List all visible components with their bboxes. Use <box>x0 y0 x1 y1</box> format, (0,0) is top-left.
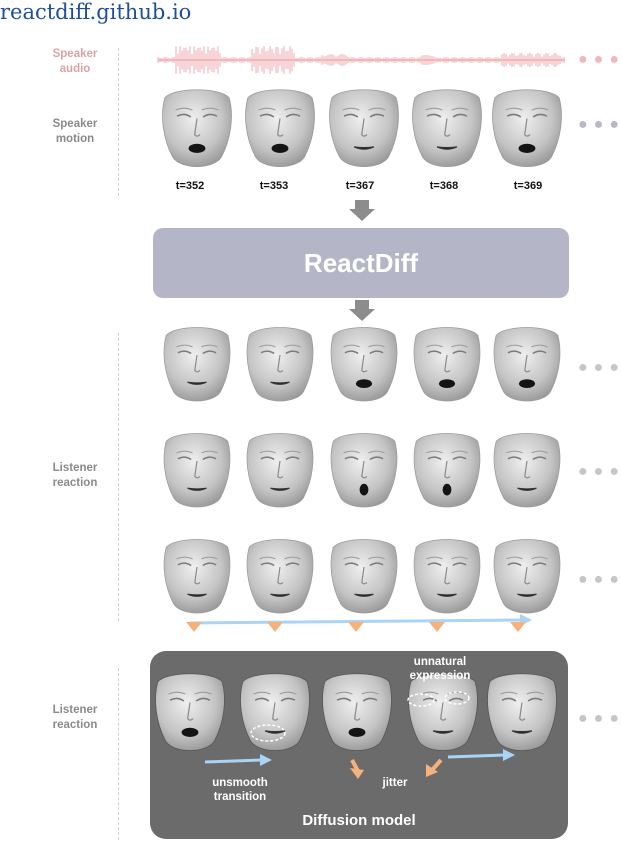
reactdiff-title: ReactDiff <box>303 247 419 278</box>
arrow-head-icon <box>350 768 364 779</box>
divider-listener-bottom <box>118 668 119 840</box>
unsmooth-transition-arrow <box>204 758 263 764</box>
down-arrow-icon <box>349 300 375 321</box>
face-mesh-icon <box>330 433 398 508</box>
arrow-head-icon <box>426 764 438 777</box>
face-mesh-icon <box>330 327 398 402</box>
timestep-label-5: t=369 <box>513 180 543 192</box>
ellipsis-icon: ●●● <box>578 359 622 376</box>
face-mesh-icon <box>246 327 314 402</box>
speaker-motion-label: Speaker motion <box>52 118 98 145</box>
listener-reaction-label-bottom: Listener reaction <box>52 704 98 731</box>
timestep-label-1: t=352 <box>175 180 205 192</box>
smooth-transition-line <box>189 618 521 625</box>
arrow-head-icon <box>260 754 272 766</box>
ellipsis-icon: ●●● <box>578 571 622 588</box>
timestep-label-3: t=367 <box>345 180 375 192</box>
divider-speaker <box>118 48 119 196</box>
mouth-highlight <box>250 724 286 742</box>
listener-reaction-label-top: Listener reaction <box>52 462 98 489</box>
face-mesh-icon <box>493 539 561 614</box>
down-arrow-icon <box>429 622 445 632</box>
down-arrow-icon <box>349 200 375 221</box>
face-mesh-icon <box>493 433 561 508</box>
face-mesh-icon <box>163 433 231 508</box>
face-mesh-icon <box>408 673 478 751</box>
down-arrow-icon <box>348 622 364 632</box>
face-mesh-icon <box>245 89 315 167</box>
diffusion-model-title: Diffusion model <box>302 812 416 829</box>
face-mesh-icon <box>322 673 392 751</box>
face-mesh-icon <box>487 673 557 751</box>
site-url[interactable]: reactdiff.github.io <box>0 0 192 24</box>
divider-listener-top <box>118 333 119 621</box>
unnatural-expression-note: unnatural expression <box>409 656 471 682</box>
face-mesh-icon <box>493 327 561 402</box>
ellipsis-icon: ●●● <box>578 51 622 68</box>
speaker-audio-label: Speaker audio <box>52 48 98 75</box>
face-mesh-icon <box>330 539 398 614</box>
eye-highlight-right <box>444 691 470 705</box>
face-mesh-icon <box>329 89 399 167</box>
face-mesh-icon <box>412 89 482 167</box>
ellipsis-icon: ●●● <box>578 116 622 133</box>
timestep-label-2: t=353 <box>259 180 289 192</box>
down-arrow-icon <box>186 622 202 632</box>
face-mesh-icon <box>163 327 231 402</box>
waveform-icon <box>157 46 565 74</box>
transition-arrow <box>447 753 506 759</box>
timestep-label-4: t=368 <box>429 180 459 192</box>
jitter-note: jitter <box>382 777 408 789</box>
face-mesh-icon <box>155 673 225 751</box>
down-arrow-icon <box>510 622 526 632</box>
face-mesh-icon <box>246 539 314 614</box>
face-mesh-icon <box>162 89 232 167</box>
reactdiff-model-box: ReactDiff <box>153 228 569 298</box>
ellipsis-icon: ●●● <box>578 463 622 480</box>
unsmooth-transition-note: unsmooth transition <box>212 777 268 803</box>
face-mesh-icon <box>492 89 562 167</box>
face-mesh-icon <box>413 539 481 614</box>
face-mesh-icon <box>246 433 314 508</box>
ellipsis-icon: ●●● <box>578 710 622 727</box>
arrow-head-icon <box>503 749 515 761</box>
face-mesh-icon <box>163 539 231 614</box>
down-arrow-icon <box>267 622 283 632</box>
face-mesh-icon <box>413 433 481 508</box>
eye-highlight-left <box>407 693 435 707</box>
jitter-arrow <box>431 758 443 771</box>
face-mesh-icon <box>240 673 310 751</box>
face-mesh-icon <box>413 327 481 402</box>
